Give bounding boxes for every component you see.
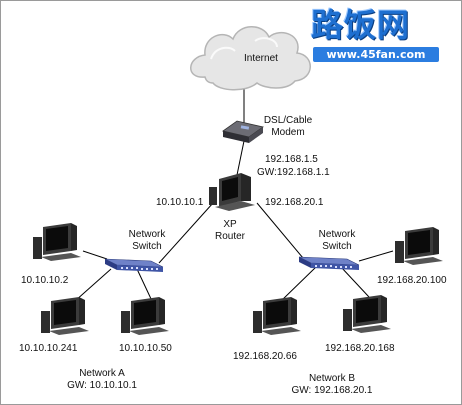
modem-icon [222, 120, 264, 143]
switch-a-icon [104, 258, 164, 272]
router-label-line2: Router [214, 231, 245, 242]
host-ip-b2: 192.168.20.66 [233, 351, 297, 362]
modem-label: DSL/Cable Modem [253, 115, 323, 139]
router-lan-a-ip: 10.10.10.1 [156, 197, 204, 208]
network-a-caption: Network A GW: 10.10.10.1 [57, 368, 147, 392]
network-b-caption: Network B GW: 192.168.20.1 [277, 373, 387, 397]
modem-label-line1: DSL/Cable [263, 115, 313, 126]
pc-icon-10-10-10-50 [121, 297, 169, 335]
network-b-name: Network B [308, 373, 356, 384]
site-logo: 路饭网 [311, 6, 411, 44]
wire-switch-b-host-3 [340, 266, 370, 298]
network-a-name: Network A [79, 368, 125, 379]
switch-a-label-line2: Switch [132, 241, 162, 252]
internet-label: Internet [244, 53, 278, 64]
wire-router-switch-a [158, 202, 214, 264]
router-computer-icon [209, 173, 255, 211]
pc-icon-10-10-10-241 [41, 297, 89, 335]
modem-label-line2: Modem [271, 127, 305, 138]
pc-icon-192-168-20-168 [343, 295, 391, 333]
host-ip-b3: 192.168.20.168 [325, 343, 395, 354]
switch-b-label-line2: Switch [322, 241, 352, 252]
network-a-gateway: GW: 10.10.10.1 [67, 380, 137, 391]
wire-switch-b-host-1 [358, 250, 394, 262]
pc-icon-10-10-10-2 [33, 223, 81, 261]
router-wan-ip: 192.168.1.5 [265, 154, 318, 165]
wire-router-switch-b [256, 202, 304, 259]
switch-a-label: Network Switch [119, 229, 175, 253]
router-label: XP Router [207, 219, 253, 243]
router-label-line1: XP [223, 219, 237, 230]
switch-a-label-line1: Network [128, 229, 166, 240]
host-ip-a2: 10.10.10.241 [19, 343, 78, 354]
wire-modem-router [236, 140, 245, 176]
host-ip-a1: 10.10.10.2 [21, 275, 69, 286]
router-wan-gateway: GW:192.168.1.1 [257, 167, 330, 178]
internet-cloud [190, 26, 311, 91]
router-lan-b-ip: 192.168.20.1 [265, 197, 324, 208]
switch-b-label: Network Switch [309, 229, 365, 253]
host-ip-a3: 10.10.10.50 [119, 343, 172, 354]
wire-switch-b-host-2 [280, 266, 317, 302]
host-ip-b1: 192.168.20.100 [377, 275, 447, 286]
pc-icon-192-168-20-100 [395, 227, 443, 265]
wire-switch-a-host-1 [82, 250, 108, 260]
pc-icon-192-168-20-66 [253, 297, 301, 335]
switch-b-icon [298, 256, 360, 270]
switch-b-label-line1: Network [318, 229, 356, 240]
site-logo-url: www.45fan.com [313, 47, 439, 62]
network-b-gateway: GW: 192.168.20.1 [291, 385, 373, 396]
wire-switch-a-host-2 [74, 268, 112, 302]
wire-switch-a-host-3 [136, 268, 153, 302]
